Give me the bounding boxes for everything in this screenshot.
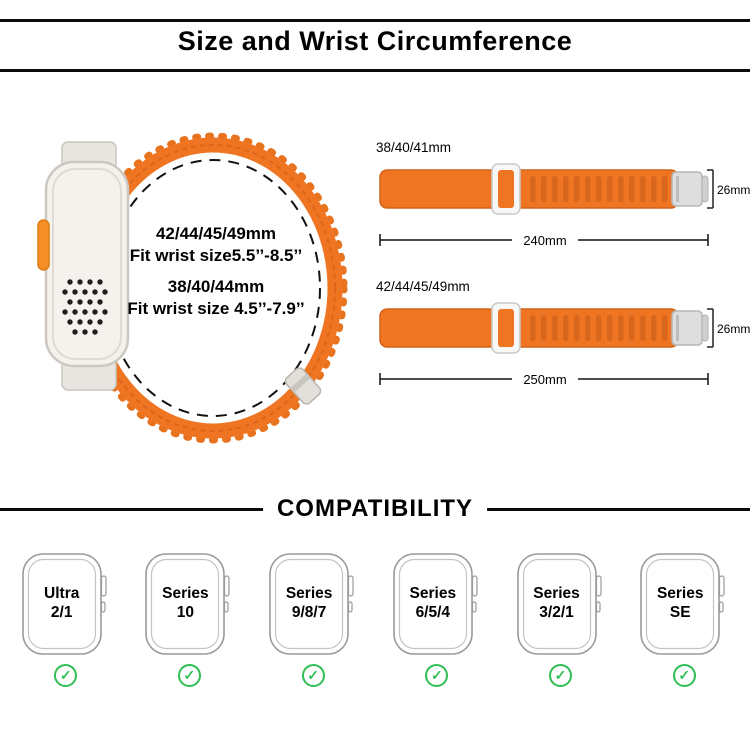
size-fit-text: 42/44/45/49mm Fit wrist size5.5’’-8.5’’ … (76, 223, 356, 320)
watch-ultra-body (37, 141, 130, 391)
band-adapter (671, 310, 709, 346)
band-buckle (491, 163, 521, 215)
watch-outline-graphic (516, 553, 602, 655)
band-size-label: 42/44/45/49mm (376, 279, 470, 294)
watch-outline-icon: Series 10 (143, 552, 235, 658)
watch-outline-graphic (393, 553, 478, 655)
watch-outline-icon: Series SE (638, 552, 730, 658)
watch-outline-graphic (21, 553, 107, 655)
model-label: Series 3/2/1 (533, 585, 580, 621)
model-label: Series 9/8/7 (285, 585, 333, 621)
band-size-label: 38/40/41mm (376, 140, 452, 155)
model-label: Ultra 2/1 (44, 585, 80, 621)
action-button (37, 219, 50, 271)
checkmark-icon: ✓ (301, 664, 325, 687)
compatibility-title: COMPATIBILITY (276, 495, 474, 522)
model-label: Series 10 (162, 585, 209, 621)
band-graphic: 26mm 240mm (379, 163, 750, 248)
fit-group1: Fit wrist size5.5’’-8.5’’ (129, 246, 303, 266)
checkmark-icon: ✓ (549, 664, 573, 687)
title-divider (0, 69, 750, 72)
model-card-series321: Series 3/2/1 ✓ (503, 552, 619, 687)
alpine-loop-watch-graphic (37, 132, 348, 444)
loop-buckle (284, 367, 322, 405)
watch-outline-icon: Series 6/5/4 (391, 552, 483, 658)
model-card-ultra: Ultra 2/1 ✓ (8, 552, 124, 687)
watch-outline-icon: Series 3/2/1 (515, 552, 607, 658)
length-dimension-arrow (379, 373, 709, 385)
compat-divider-left (0, 507, 263, 511)
fit-group2: Fit wrist size 4.5’’-7.9’’ (127, 299, 305, 319)
model-card-series987: Series 9/8/7 ✓ (255, 552, 371, 687)
model-label: Series SE (656, 585, 704, 621)
watch-outline-icon: Ultra 2/1 (20, 552, 112, 658)
band-ribs (530, 315, 668, 341)
model-card-series10: Series 10 ✓ (131, 552, 247, 687)
compatibility-header: COMPATIBILITY (0, 494, 750, 524)
band-adapter (671, 171, 709, 207)
size-group2: 38/40/44mm (167, 277, 265, 297)
band-ribs (530, 176, 668, 202)
length-dimension-arrow (379, 234, 709, 246)
page-title: Size and Wrist Circumference (177, 26, 573, 56)
checkmark-icon: ✓ (672, 664, 696, 687)
watch-bezel-line (52, 168, 122, 360)
speaker-grille (62, 279, 108, 335)
width-bracket (707, 308, 714, 348)
model-label: Series 6/5/4 (409, 585, 457, 621)
checkmark-icon: ✓ (425, 664, 449, 687)
compatible-models-row: Ultra 2/1 ✓ Series 10 ✓ (0, 552, 750, 687)
band-length-label: 240mm (523, 233, 566, 248)
watch-outline-graphic (640, 553, 725, 655)
band-width-label: 26mm (717, 322, 750, 336)
band-diagram-large: 42/44/45/49mm 26mm (376, 279, 750, 404)
model-card-series-se: Series SE ✓ (626, 552, 742, 687)
band-length-label: 250mm (523, 372, 566, 387)
checkmark-icon: ✓ (54, 664, 78, 687)
size-group1: 42/44/45/49mm (155, 224, 277, 243)
compat-divider-right (487, 507, 750, 511)
watch-outline-icon: Series 9/8/7 (267, 552, 359, 658)
checkmark-icon: ✓ (177, 664, 201, 687)
top-divider (0, 19, 750, 22)
band-diagram-small: 38/40/41mm 26mm (376, 140, 750, 265)
band-diagrams: 38/40/41mm 26mm (376, 140, 750, 404)
width-bracket (707, 169, 714, 209)
model-card-series654: Series 6/5/4 ✓ (379, 552, 495, 687)
band-graphic: 26mm 250mm (379, 302, 750, 387)
band-buckle (491, 302, 521, 354)
band-width-label: 26mm (717, 183, 750, 197)
watch-outline-graphic (269, 553, 354, 655)
watch-outline-graphic (145, 553, 231, 655)
watch-band-illustration: 42/44/45/49mm Fit wrist size5.5’’-8.5’’ … (18, 88, 386, 488)
